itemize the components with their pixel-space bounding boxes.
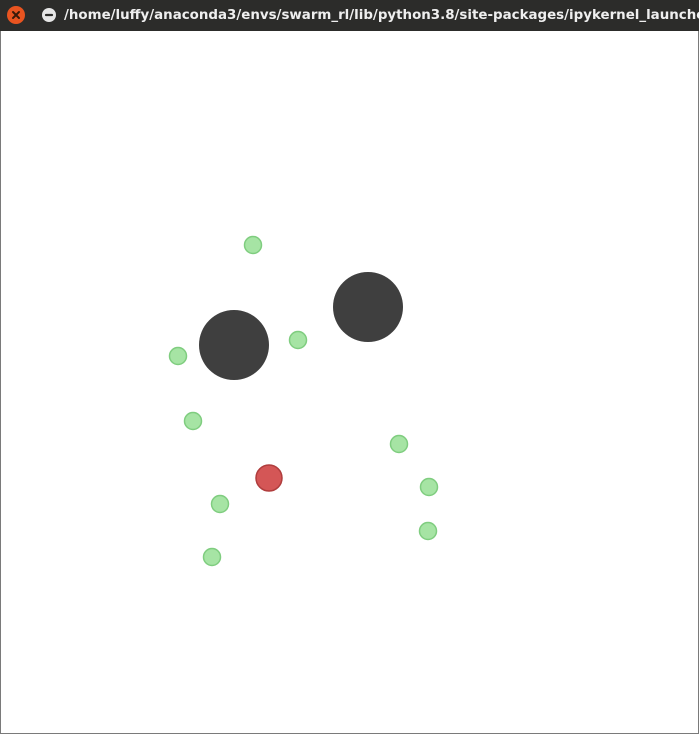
agent — [389, 434, 409, 454]
close-button[interactable] — [7, 6, 25, 24]
window-title: /home/luffy/anaconda3/envs/swarm_rl/lib/… — [64, 8, 699, 23]
obstacle — [199, 310, 269, 380]
agent — [288, 330, 308, 350]
title-bar[interactable]: /home/luffy/anaconda3/envs/swarm_rl/lib/… — [0, 0, 699, 31]
obstacles — [199, 272, 403, 380]
agent — [210, 494, 230, 514]
close-icon — [12, 11, 20, 19]
minimize-button[interactable] — [42, 8, 56, 22]
scene-svg — [168, 235, 439, 567]
agent — [419, 477, 439, 497]
agent — [243, 235, 263, 255]
render-canvas — [0, 31, 699, 734]
obstacle — [333, 272, 403, 342]
target — [255, 464, 283, 492]
agent — [168, 346, 188, 366]
targets — [255, 464, 283, 492]
minimize-icon — [44, 13, 54, 17]
agents — [168, 235, 439, 567]
agent — [183, 411, 203, 431]
agent — [202, 547, 222, 567]
agent — [418, 521, 438, 541]
